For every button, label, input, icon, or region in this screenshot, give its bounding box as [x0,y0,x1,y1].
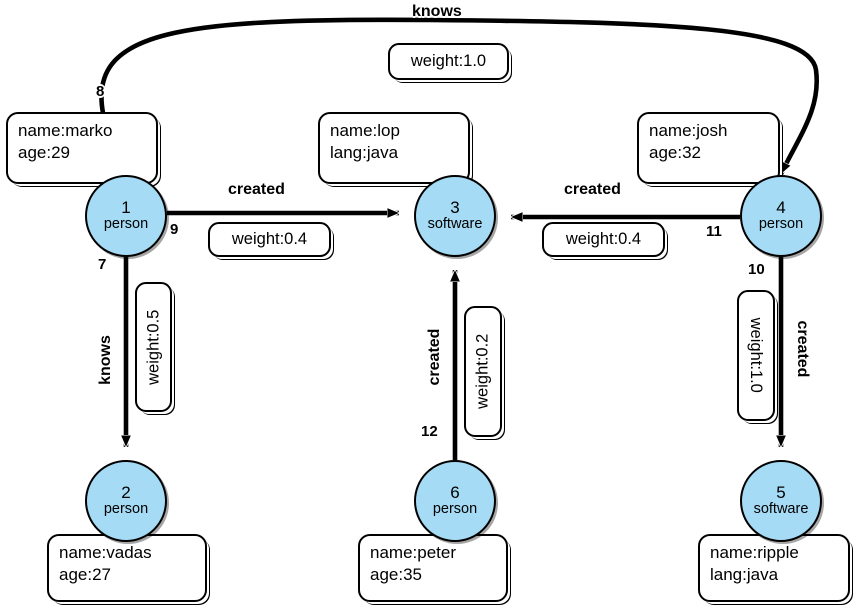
vertex-id: 1 [121,198,131,218]
property-box-vertex-5: name:ripple lang:java [698,534,850,602]
property-line: name:marko [18,121,113,140]
edge-id-8: 8 [96,83,105,100]
edge-id-10: 10 [748,261,765,278]
vertex-5-software[interactable]: 5 software [740,460,822,542]
vertex-label: software [427,215,483,232]
property-box-vertex-4: name:josh age:32 [637,112,780,184]
weight-box-edge-8: weight:1.0 [388,43,509,80]
edge-id-7: 7 [98,256,107,273]
edge-label-8-knows: knows [412,3,462,20]
vertex-id: 3 [450,198,460,218]
edge-label-7-knows: knows [97,335,114,385]
vertex-id: 6 [450,483,460,503]
property-line: name:josh [649,121,728,140]
edge-label-10-created: created [794,320,811,378]
vertex-4-person[interactable]: 4 person [740,175,822,257]
vertex-2-person[interactable]: 2 person [85,460,167,542]
vertex-label: software [753,500,809,517]
property-box-vertex-6: name:peter age:35 [358,534,508,602]
edge-label-11-created: created [564,181,621,198]
edge-id-9: 9 [170,221,179,238]
edge-label-12-created: created [426,328,443,386]
weight-text: weight:0.4 [565,230,642,249]
weight-box-edge-7: weight:0.5 [135,282,172,412]
vertex-3-software[interactable]: 3 software [414,175,496,257]
vertex-id: 5 [776,483,786,503]
property-line: lang:java [710,565,779,585]
property-line: name:ripple [710,543,799,562]
vertex-id: 2 [121,483,131,503]
weight-box-edge-11: weight:0.4 [542,222,665,257]
property-box-vertex-2: name:vadas age:27 [47,534,207,602]
property-line: age:35 [370,565,422,585]
weight-box-edge-12: weight:0.2 [464,306,502,437]
vertex-label: person [432,500,478,517]
edge-8-knows [97,15,822,176]
vertex-6-person[interactable]: 6 person [414,460,496,542]
property-line: name:peter [370,543,456,562]
property-line: name:lop [330,121,400,140]
weight-text: weight:0.2 [473,333,492,410]
edge-id-11: 11 [706,223,722,240]
property-box-vertex-3: name:lop lang:java [318,112,470,184]
property-line: name:vadas [59,543,152,562]
edge-id-12: 12 [421,423,438,440]
vertex-label: person [103,215,149,232]
vertex-label: person [103,500,149,517]
edge-label-9-created: created [228,181,285,198]
property-line: age:32 [649,143,701,163]
weight-text: weight:0.5 [144,309,163,385]
vertex-id: 4 [776,198,786,218]
property-line: lang:java [330,143,399,163]
weight-text: weight:1.0 [410,52,487,71]
weight-text: weight:0.4 [231,230,308,249]
weight-text: weight:1.0 [747,317,766,394]
weight-box-edge-10: weight:1.0 [737,290,775,421]
property-line: age:27 [59,565,111,585]
weight-box-edge-9: weight:0.4 [208,222,331,257]
vertex-label: person [758,215,804,232]
property-box-vertex-1: name:marko age:29 [6,112,158,184]
property-line: age:29 [18,143,70,163]
vertex-1-person[interactable]: 1 person [85,175,167,257]
